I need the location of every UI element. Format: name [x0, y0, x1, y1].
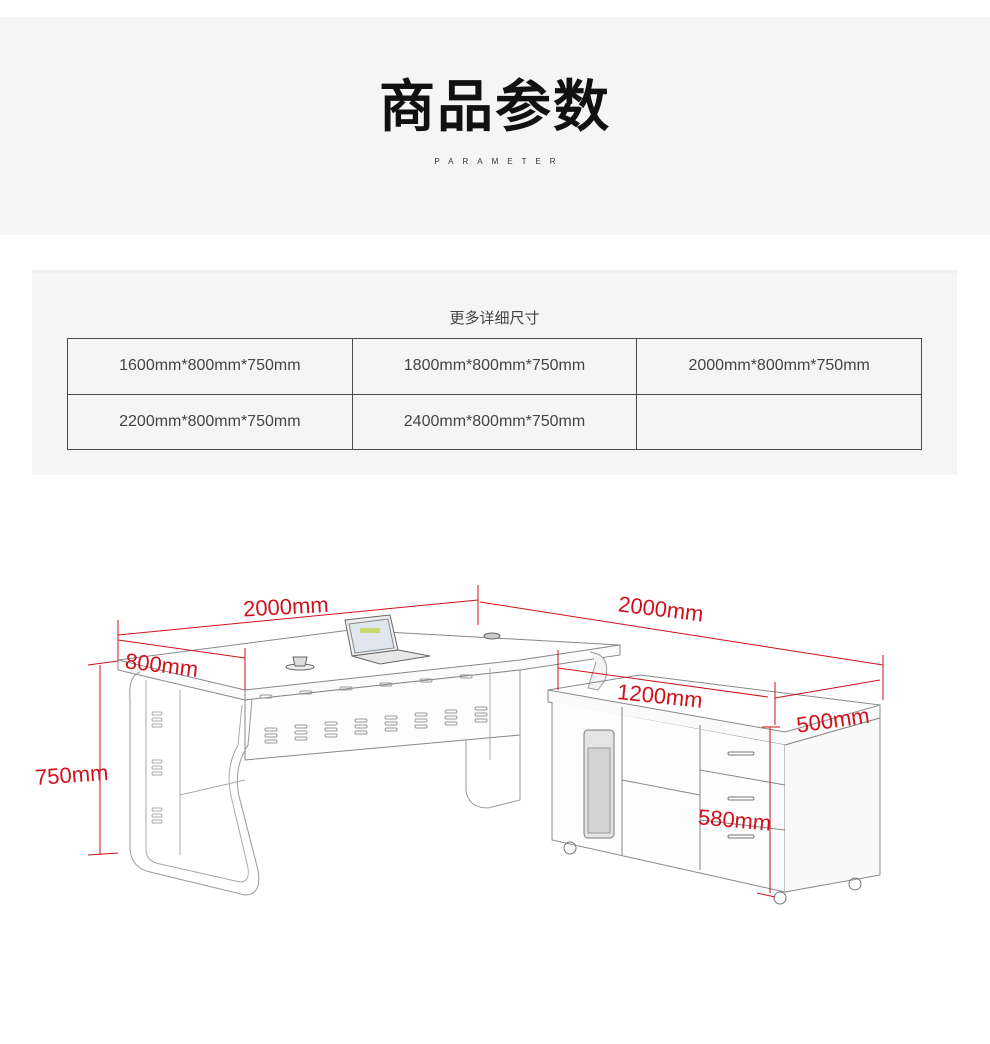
desk-length-label: 2000mm	[242, 592, 329, 621]
table-row: 1600mm*800mm*750mm 1800mm*800mm*750mm 20…	[67, 338, 922, 395]
size-cell: 1600mm*800mm*750mm	[67, 338, 353, 395]
desk-drawing	[117, 614, 881, 905]
sizes-heading: 更多详细尺寸	[449, 309, 540, 327]
sizes-table: 1600mm*800mm*750mm 1800mm*800mm*750mm 20…	[67, 338, 922, 450]
desk-depth-label: 800mm	[124, 648, 200, 682]
sizes-panel: 更多详细尺寸 1600mm*800mm*750mm 1800mm*800mm*7…	[32, 270, 957, 475]
table-row: 2200mm*800mm*750mm 2400mm*800mm*750mm	[67, 393, 922, 450]
size-cell: 2200mm*800mm*750mm	[67, 393, 353, 450]
pc-tower-icon	[583, 729, 615, 839]
dimension-lines	[87, 585, 884, 898]
laptop-icon	[344, 614, 431, 665]
size-cell: 2000mm*800mm*750mm	[636, 338, 922, 395]
size-cell: 1800mm*800mm*750mm	[351, 338, 638, 395]
page-subtitle: PARAMETER	[434, 157, 565, 166]
size-cell: 2400mm*800mm*750mm	[351, 393, 638, 450]
cup-icon	[285, 656, 315, 671]
page-title: 商品参数	[379, 74, 611, 140]
desk-height-label: 750mm	[34, 760, 109, 790]
grommet-icon	[483, 632, 501, 640]
header-banner	[0, 17, 990, 235]
size-cell	[636, 393, 922, 450]
desk-dimension-diagram: 2000mm 800mm 750mm 2000mm 1200mm 500mm 5…	[34, 585, 884, 905]
return-length-label: 2000mm	[617, 591, 705, 626]
